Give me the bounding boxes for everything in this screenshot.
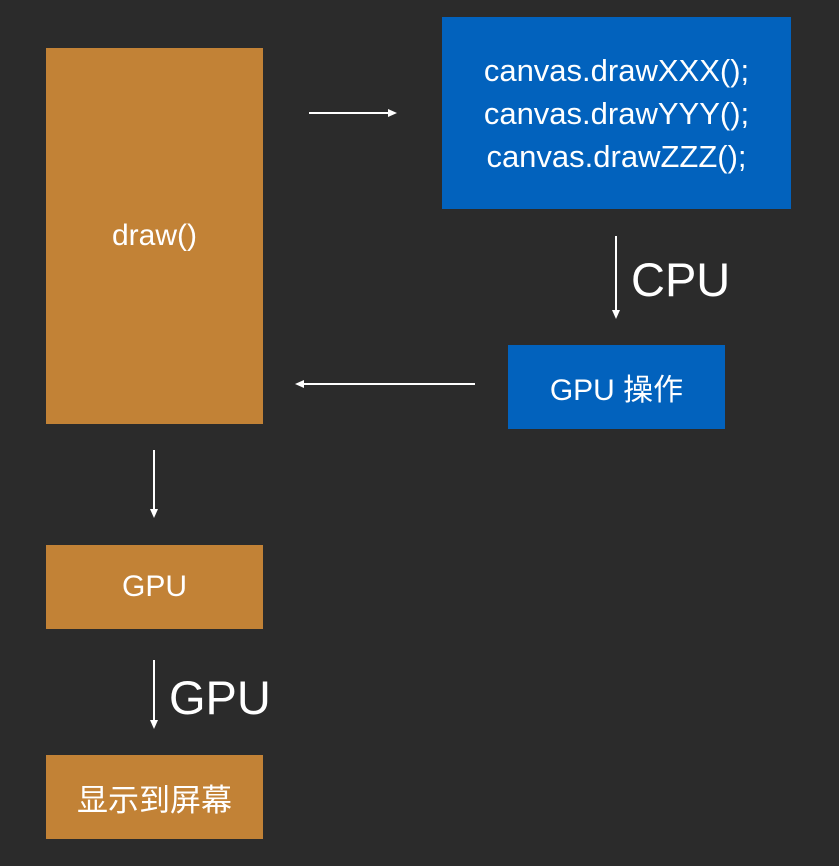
arrow-gpu-to-screen (150, 660, 158, 729)
draw-box-label: draw() (111, 219, 197, 252)
arrow-draw-to-calls (309, 109, 397, 117)
display-to-screen-label: 显示到屏幕 (77, 782, 232, 818)
canvas-call-2: canvas.drawYYY(); (483, 95, 750, 131)
gpu-operation-box: GPU 操作 (508, 345, 725, 429)
cpu-edge-label: CPU (631, 253, 731, 306)
draw-box: draw() (46, 48, 263, 424)
gpu-operation-label: GPU 操作 (549, 374, 684, 407)
gpu-edge-label: GPU (169, 671, 271, 724)
canvas-calls-box: canvas.drawXXX(); canvas.drawYYY(); canv… (442, 17, 791, 209)
gpu-box: GPU (46, 545, 263, 629)
arrow-calls-to-gpu-op (612, 236, 620, 319)
arrow-gpu-op-to-draw (295, 380, 475, 388)
canvas-call-3: canvas.drawZZZ(); (486, 138, 747, 174)
display-to-screen-box: 显示到屏幕 (46, 755, 263, 839)
gpu-box-label: GPU (121, 570, 187, 603)
arrow-draw-to-gpu (150, 450, 158, 518)
canvas-call-1: canvas.drawXXX(); (483, 52, 750, 88)
